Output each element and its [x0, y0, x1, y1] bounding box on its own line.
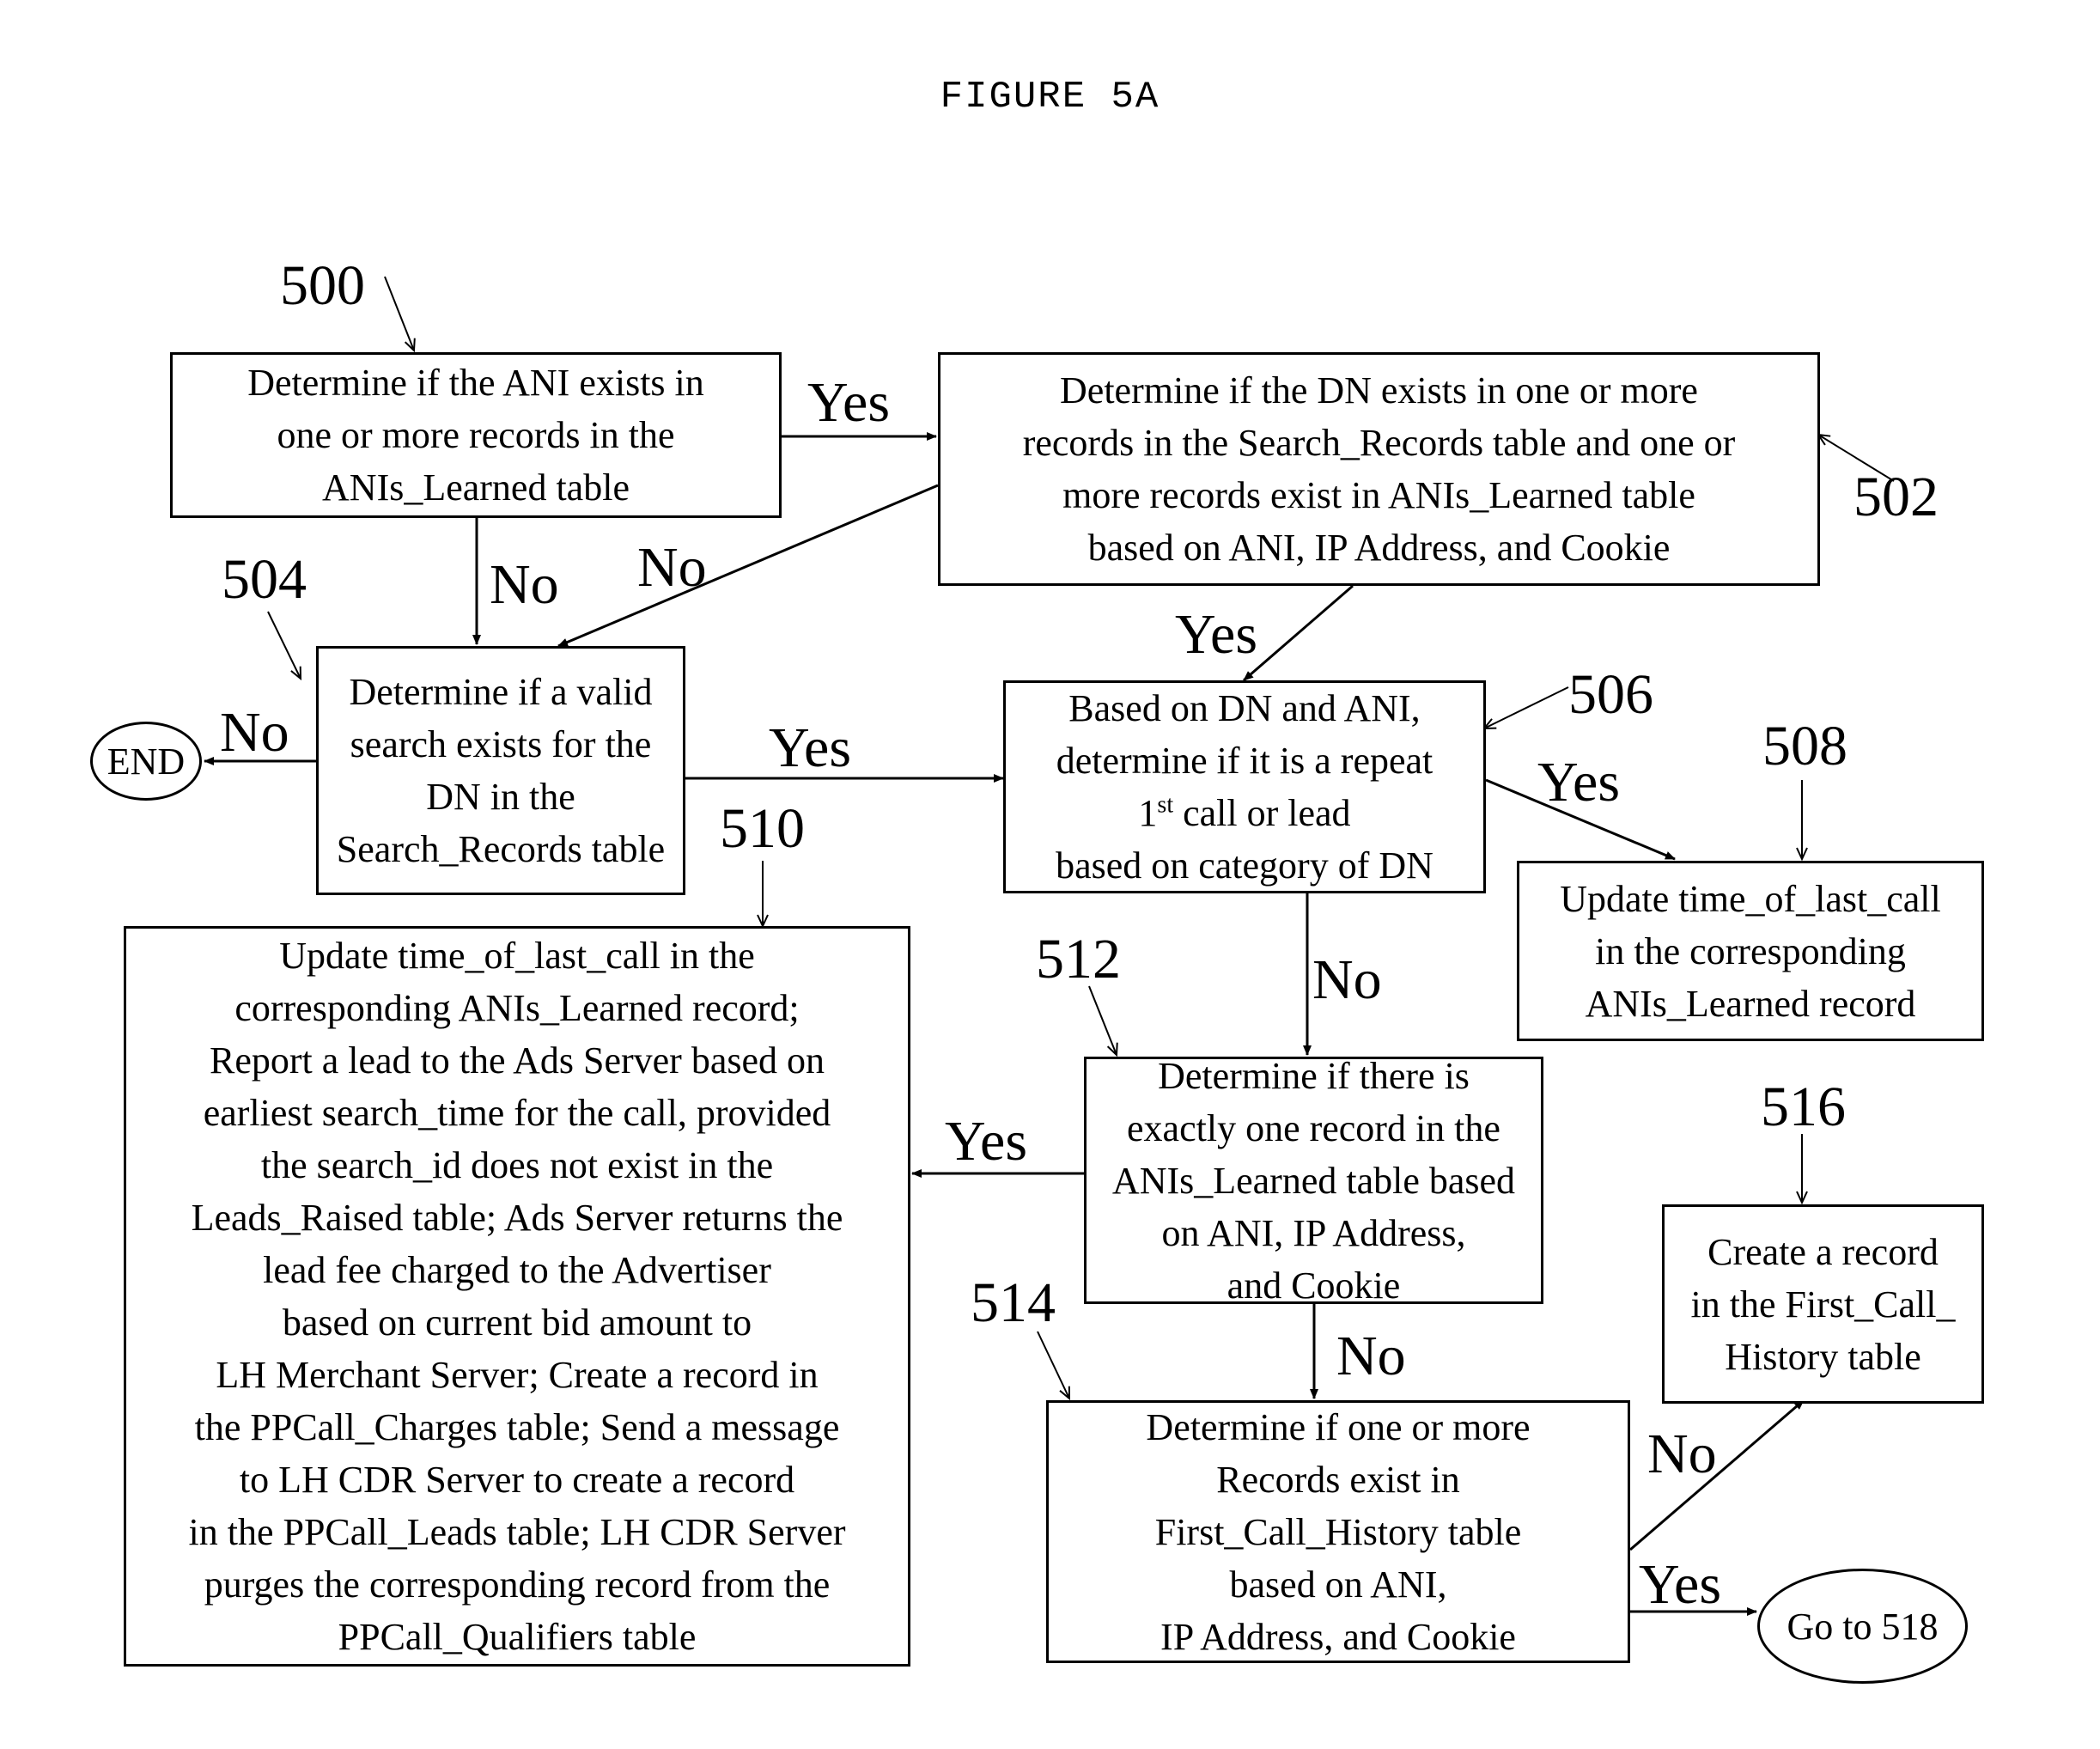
step-512-text: Determine if there is exactly one record… [1112, 1050, 1515, 1312]
step-506-text: Based on DN and ANI, determine if it is … [1056, 682, 1433, 892]
leader-504 [268, 612, 301, 679]
step-504-box: Determine if a valid search exists for t… [316, 646, 685, 895]
step-500-box: Determine if the ANI exists in one or mo… [170, 352, 782, 518]
ref-508: 508 [1762, 718, 1847, 775]
ref-500: 500 [280, 258, 365, 314]
ref-514: 514 [971, 1275, 1056, 1332]
ref-512: 512 [1036, 931, 1121, 988]
ref-510: 510 [720, 801, 805, 857]
end-terminal: END [90, 722, 202, 801]
label-514-yes: Yes [1639, 1557, 1721, 1613]
leader-506 [1484, 687, 1568, 728]
step-508-box: Update time_of_last_call in the correspo… [1517, 861, 1984, 1041]
leader-514 [1038, 1332, 1069, 1399]
label-502-no: No [637, 539, 707, 596]
step-502-box: Determine if the DN exists in one or mor… [938, 352, 1820, 586]
step-516-box: Create a record in the First_Call_ Histo… [1662, 1204, 1984, 1404]
step-504-text: Determine if a valid search exists for t… [337, 666, 665, 875]
ref-506: 506 [1568, 667, 1653, 723]
label-502-yes: Yes [1175, 606, 1257, 663]
step-508-text: Update time_of_last_call in the correspo… [1560, 873, 1941, 1030]
step-514-text: Determine if one or more Records exist i… [1146, 1401, 1530, 1663]
step-514-box: Determine if one or more Records exist i… [1046, 1400, 1630, 1663]
arrow-502-to-506 [1244, 586, 1353, 680]
label-506-no: No [1312, 952, 1382, 1009]
ref-504: 504 [222, 552, 307, 608]
step-500-text: Determine if the ANI exists in one or mo… [247, 357, 704, 514]
label-500-no: No [490, 557, 559, 613]
step-506-box: Based on DN and ANI, determine if it is … [1003, 680, 1486, 893]
label-506-yes: Yes [1537, 754, 1620, 811]
label-512-yes: Yes [945, 1113, 1027, 1170]
leader-500 [385, 277, 414, 350]
step-510-box: Update time_of_last_call in the correspo… [124, 926, 910, 1667]
ref-516: 516 [1761, 1079, 1846, 1136]
label-514-no: No [1647, 1426, 1717, 1483]
label-512-no: No [1336, 1328, 1406, 1385]
ref-502: 502 [1853, 469, 1939, 526]
step-516-text: Create a record in the First_Call_ Histo… [1691, 1226, 1956, 1383]
label-500-yes: Yes [807, 375, 890, 431]
step-510-text: Update time_of_last_call in the correspo… [189, 929, 846, 1663]
step-502-text: Determine if the DN exists in one or mor… [1023, 364, 1736, 574]
label-504-yes: Yes [769, 720, 851, 777]
step-512-box: Determine if there is exactly one record… [1084, 1057, 1543, 1304]
goto-518-terminal: Go to 518 [1757, 1569, 1968, 1684]
leader-512 [1089, 986, 1117, 1055]
label-504-no: No [220, 704, 289, 761]
